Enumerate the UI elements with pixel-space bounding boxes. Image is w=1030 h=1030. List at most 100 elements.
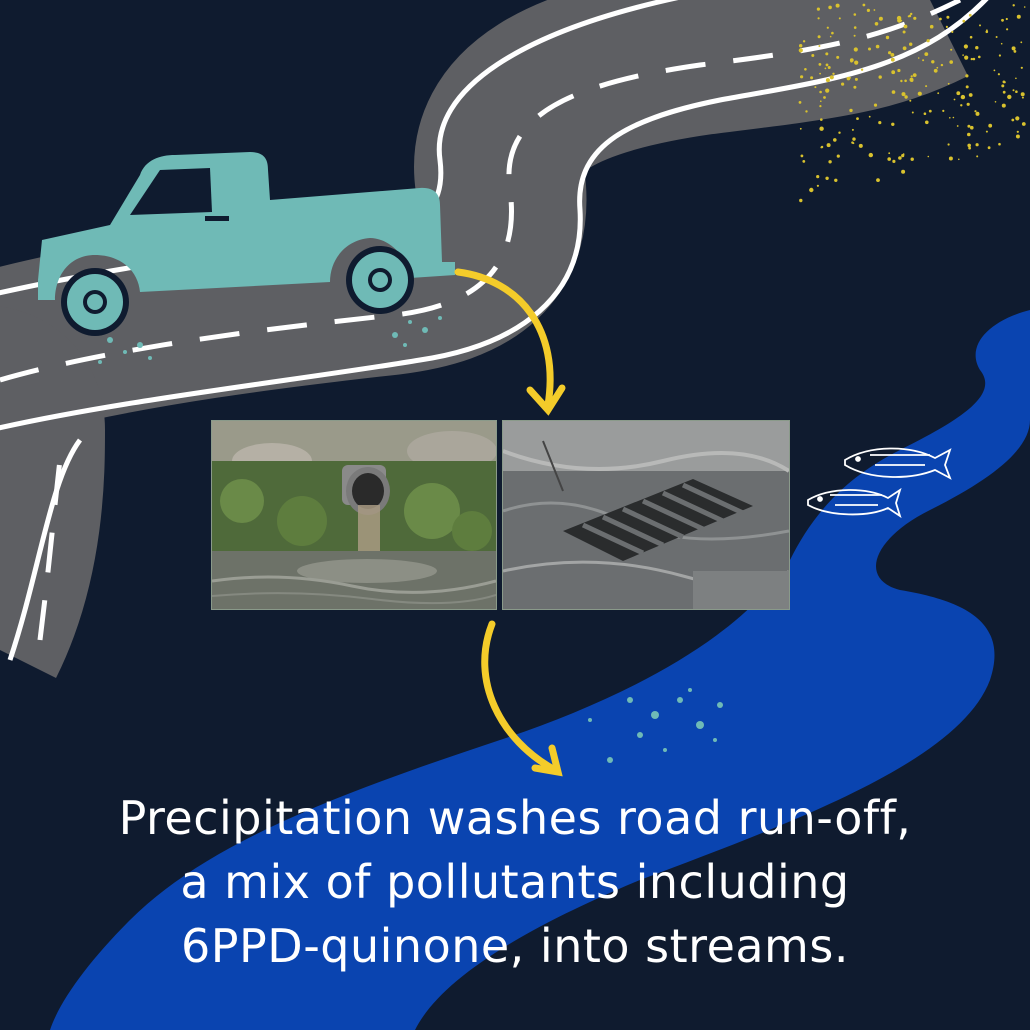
dust-speck [888, 152, 891, 155]
dust-speck [1015, 116, 1020, 121]
dust-speck [988, 123, 993, 128]
dust-speck [1007, 94, 1012, 100]
dust-speck [874, 22, 879, 26]
dust-speck [799, 127, 802, 130]
salmon-icon [807, 487, 902, 519]
dust-speck [942, 109, 945, 112]
dust-speck [838, 131, 841, 134]
dust-speck [853, 26, 857, 29]
dust-speck [962, 19, 966, 23]
dust-speck [1012, 4, 1015, 7]
dust-speck [969, 35, 973, 39]
dust-speck [985, 130, 988, 133]
dust-speck [849, 108, 853, 113]
dust-speck [912, 73, 917, 77]
dust-speck [853, 13, 857, 16]
dust-speck [896, 15, 902, 21]
dust-speck [952, 116, 955, 119]
dust-speck [923, 112, 927, 115]
dust-speck [907, 15, 910, 18]
caption: Precipitation washes road run-off, a mix… [0, 786, 1030, 978]
dust-speck [970, 57, 973, 61]
dust-speck [910, 157, 914, 161]
stream [50, 310, 1030, 1030]
dust-speck [904, 79, 907, 83]
dust-speck [825, 52, 829, 56]
dust-speck [936, 66, 939, 69]
dust-speck [804, 68, 807, 71]
dust-speck [947, 82, 950, 85]
dust-speck [853, 85, 857, 89]
dust-speck [816, 7, 821, 11]
dust-speck [956, 125, 959, 127]
dust-speck [885, 35, 890, 40]
dust-speck [917, 57, 920, 59]
dust-speck [950, 48, 953, 51]
dust-speck [1020, 66, 1023, 69]
dust-speck [993, 69, 996, 72]
dust-speck [967, 124, 971, 128]
storm-drain-photo [502, 420, 790, 610]
dust-speck [891, 90, 896, 94]
dust-speck [972, 57, 976, 61]
dust-speck [851, 128, 854, 131]
dust-speck [854, 77, 858, 81]
dust-speck [960, 104, 963, 107]
dust-speck [853, 34, 856, 37]
dust-speck [1020, 92, 1025, 97]
dust-speck [985, 30, 989, 34]
dust-speck [925, 120, 929, 125]
pickup-truck-icon [38, 152, 455, 336]
dust-speck [878, 121, 882, 125]
dust-speck [1006, 28, 1009, 31]
dust-speck [819, 90, 822, 94]
dust-speck [910, 75, 913, 78]
dust-speck [910, 12, 913, 16]
dust-speck [836, 154, 840, 158]
dust-speck [818, 63, 822, 66]
flow-arrow-1 [454, 268, 566, 416]
dust-speck [825, 176, 829, 180]
dust-speck [838, 17, 841, 20]
dust-speck [927, 155, 930, 158]
dust-speck [968, 146, 971, 150]
dust-speck [1002, 90, 1006, 94]
dust-speck [866, 8, 871, 12]
dust-speck [901, 169, 906, 174]
dust-speck [960, 94, 966, 100]
dust-speck [798, 48, 803, 53]
dust-speck [862, 3, 866, 7]
dust-speck [825, 78, 830, 83]
dust-speck [1001, 84, 1005, 88]
dust-speck [953, 98, 956, 101]
dust-speck [802, 40, 806, 43]
dust-speck [898, 156, 902, 160]
dust-speck [818, 45, 821, 47]
dust-speck [1021, 122, 1026, 126]
dust-speck [929, 24, 934, 29]
dust-speck [964, 55, 969, 60]
dust-speck [900, 79, 903, 83]
dust-speck [968, 13, 972, 17]
dust-speck [1015, 134, 1020, 139]
dust-speck [946, 15, 950, 19]
dust-speck [968, 93, 973, 97]
dust-speck [1020, 41, 1023, 44]
dust-speck [958, 158, 960, 161]
dust-speck [978, 55, 981, 59]
dust-speck [974, 110, 977, 113]
dust-speck [811, 54, 815, 57]
dust-speck [949, 117, 951, 119]
dust-speck [826, 26, 829, 29]
dust-speck [858, 143, 863, 148]
dust-speck [854, 60, 859, 65]
dust-speck [891, 122, 895, 127]
dust-speck [835, 3, 840, 8]
dust-speck [799, 44, 803, 48]
dust-speck [1001, 18, 1004, 22]
dust-speck [832, 72, 835, 76]
dust-speck [825, 63, 829, 67]
dust-speck [1012, 89, 1015, 92]
dust-speck [890, 57, 895, 62]
dust-speck [987, 146, 991, 150]
